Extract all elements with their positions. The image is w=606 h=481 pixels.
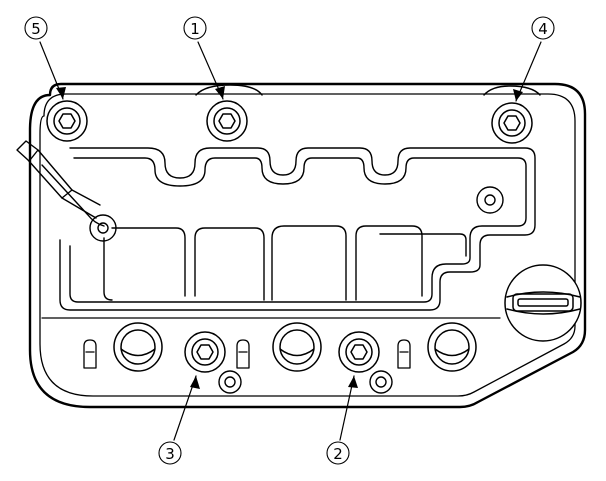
bolt-2-icon <box>338 331 380 373</box>
gasket-groove <box>59 147 536 311</box>
oil-filler-cap <box>504 264 582 342</box>
plug-opening-2 <box>272 322 322 372</box>
stud-3 <box>397 339 411 369</box>
plug-opening-1 <box>113 322 163 372</box>
callout-5-label: 5 <box>31 20 41 38</box>
callout-1-label: 1 <box>190 20 200 38</box>
callout-2-label: 2 <box>333 445 343 463</box>
breather-nozzle <box>16 140 105 227</box>
locating-boss-left <box>89 214 117 242</box>
stud-1 <box>83 339 97 369</box>
callout-5 <box>24 16 48 40</box>
cover-plate-outline <box>28 82 587 409</box>
dowel-boss-right <box>369 370 393 394</box>
bolt-5-icon <box>46 100 88 142</box>
callout-1 <box>183 16 207 40</box>
inner-openings <box>103 225 467 301</box>
callout-4-label: 4 <box>538 20 548 38</box>
bolt-4-icon <box>491 102 533 144</box>
leader-arrows <box>56 86 523 389</box>
plug-opening-3 <box>427 322 477 372</box>
stud-2 <box>236 339 250 369</box>
callout-3-label: 3 <box>165 445 175 463</box>
locating-boss-right <box>476 186 504 214</box>
dowel-boss-left <box>218 370 242 394</box>
callout-2 <box>326 441 350 465</box>
bolt-3-icon <box>184 331 226 373</box>
top-boss-bumps <box>195 84 541 96</box>
callout-4 <box>531 16 555 40</box>
callout-3 <box>158 441 182 465</box>
bolt-1-icon <box>206 100 248 142</box>
